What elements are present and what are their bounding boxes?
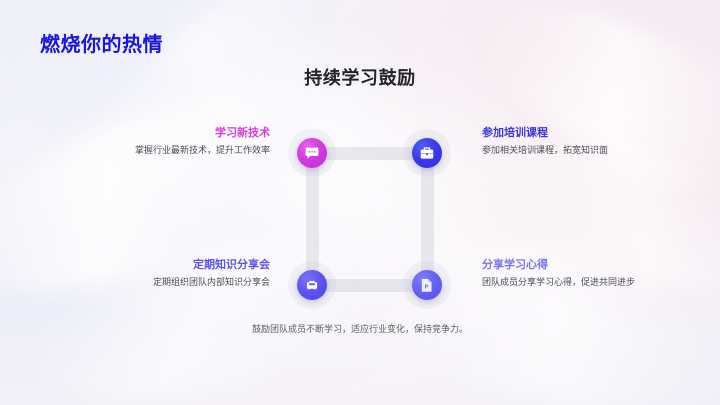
feature-description: 掌握行业最新技术，提升工作效率 — [134, 145, 270, 155]
feature-title: 学习新技术 — [215, 127, 270, 139]
node-bottom-left[interactable] — [288, 261, 336, 309]
feature-title: 参加培训课程 — [482, 127, 548, 139]
node-top-left[interactable] — [288, 129, 336, 177]
page-title: 持续学习鼓励 — [304, 68, 416, 88]
armchair-icon — [297, 270, 327, 300]
connector-right — [421, 153, 434, 285]
connector-top — [312, 147, 428, 160]
feature-bottom-left: 定期知识分享会 定期组织团队内部知识分享会 — [60, 258, 270, 289]
feature-description: 团队成员分享学习心得，促进共同进步 — [482, 277, 636, 287]
feature-title: 分享学习心得 — [482, 259, 548, 271]
svg-text:P: P — [425, 285, 429, 291]
feature-description: 定期组织团队内部知识分享会 — [152, 277, 270, 287]
powerpoint-file-icon: P — [412, 270, 442, 300]
square-node-diagram: P — [270, 110, 470, 330]
feature-description: 参加相关培训课程，拓宽知识面 — [482, 145, 609, 155]
node-top-right[interactable] — [403, 129, 451, 177]
feature-top-left: 学习新技术 掌握行业最新技术，提升工作效率 — [60, 126, 270, 157]
briefcase-icon — [412, 138, 442, 168]
node-bottom-right[interactable]: P — [403, 261, 451, 309]
feature-top-right: 参加培训课程 参加相关培训课程，拓宽知识面 — [482, 126, 692, 157]
connector-left — [306, 153, 319, 285]
slide-kicker: 燃烧你的热情 — [40, 34, 163, 56]
chat-bubble-icon — [297, 138, 327, 168]
feature-bottom-right: 分享学习心得 团队成员分享学习心得，促进共同进步 — [482, 258, 692, 289]
slide-footnote: 鼓励团队成员不断学习，适应行业变化，保持竞争力。 — [251, 324, 468, 334]
connector-bottom — [312, 279, 428, 292]
feature-title: 定期知识分享会 — [193, 259, 270, 271]
